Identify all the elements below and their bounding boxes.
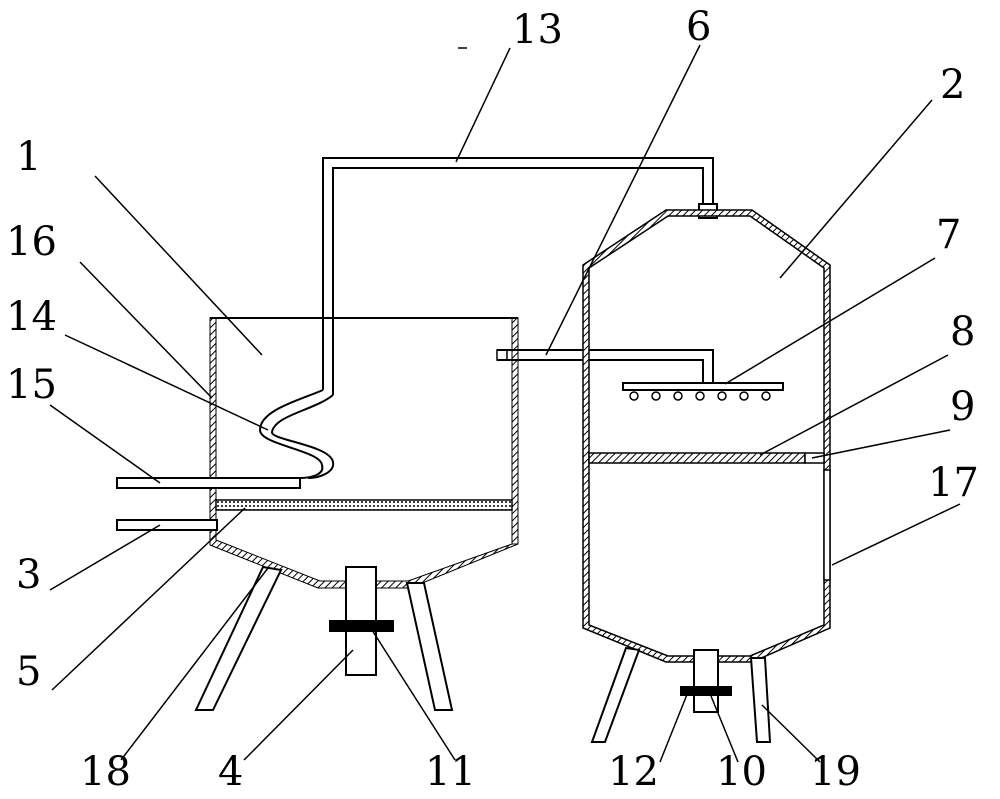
label-18: 18 bbox=[80, 749, 131, 795]
label-12: 12 bbox=[608, 749, 659, 795]
label-13: 13 bbox=[512, 7, 563, 53]
leader-lines bbox=[49, 44, 961, 763]
left-vessel bbox=[209, 317, 519, 589]
label-10: 10 bbox=[716, 749, 767, 795]
sieve-plate bbox=[215, 499, 513, 511]
label-2: 2 bbox=[940, 62, 965, 108]
inlet-pipe-15 bbox=[116, 477, 301, 489]
right-leg-19 bbox=[749, 657, 772, 743]
label-19: 19 bbox=[810, 749, 861, 795]
label-6: 6 bbox=[686, 4, 711, 50]
label-7: 7 bbox=[936, 212, 961, 258]
packing-plate-8 bbox=[588, 452, 806, 464]
label-16: 16 bbox=[6, 219, 57, 265]
label-14: 14 bbox=[6, 294, 57, 340]
inlet-pipe-3 bbox=[116, 519, 218, 531]
label-5: 5 bbox=[16, 649, 41, 695]
label-8: 8 bbox=[950, 309, 975, 355]
left-outlet-valve bbox=[329, 566, 394, 676]
label-11: 11 bbox=[425, 749, 476, 795]
left-leg-right bbox=[405, 582, 454, 711]
label-9: 9 bbox=[950, 384, 975, 430]
pipe-6 bbox=[496, 349, 714, 383]
right-leg-left bbox=[590, 646, 641, 743]
sprayer-7 bbox=[622, 382, 784, 401]
left-leg-18 bbox=[194, 565, 283, 711]
label-4: 4 bbox=[218, 749, 243, 795]
label-17: 17 bbox=[928, 460, 979, 506]
label-3: 3 bbox=[16, 552, 41, 598]
label-1: 1 bbox=[16, 134, 41, 180]
right-vessel bbox=[582, 209, 831, 663]
label-15: 15 bbox=[6, 362, 57, 408]
